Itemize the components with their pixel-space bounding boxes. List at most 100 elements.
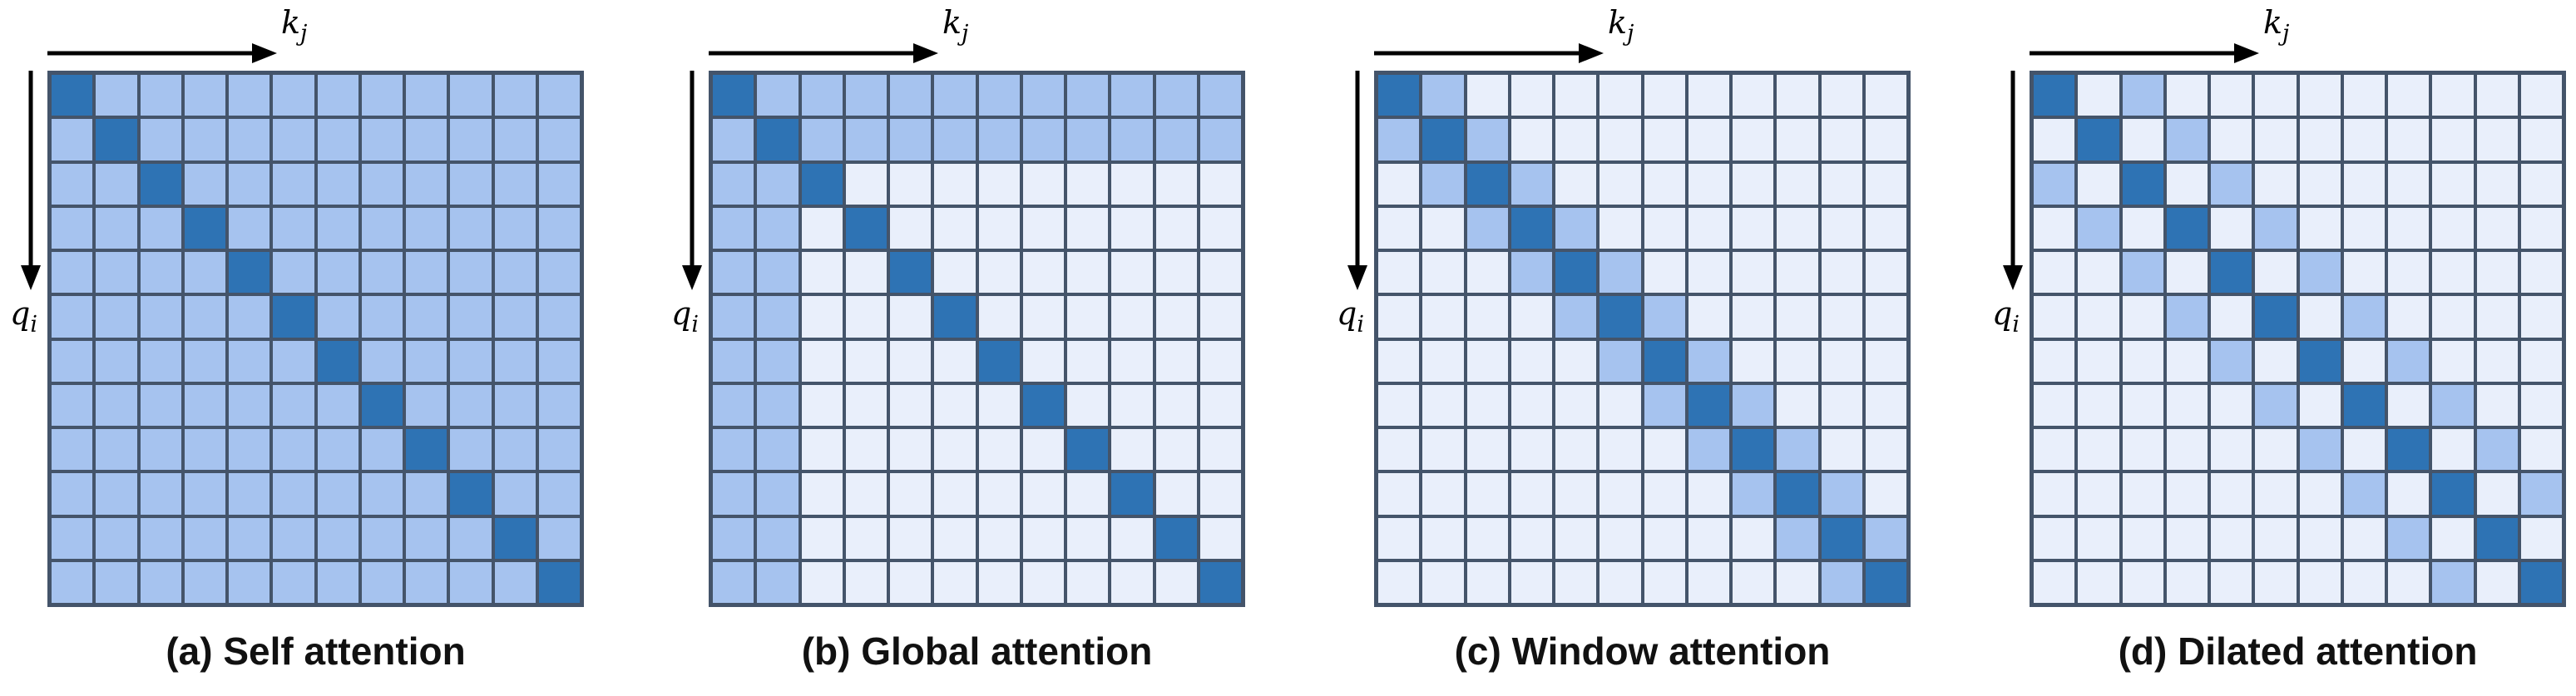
attention-cell-r2-c5 [934, 163, 976, 205]
attention-cell-r11-c9 [450, 561, 492, 603]
attention-cell-r4-c4 [2211, 252, 2252, 294]
attention-cell-r2-c10 [2476, 163, 2518, 205]
attention-cell-r8-c5 [2255, 429, 2297, 471]
attention-cell-r8-c0 [713, 429, 754, 471]
attention-cell-r5-c11 [2520, 296, 2562, 338]
attention-cell-r0-c10 [1155, 75, 1197, 116]
attention-cell-r6-c11 [1865, 340, 1906, 382]
attention-cell-r5-c10 [1155, 296, 1197, 338]
attention-cell-r3-c6 [2299, 207, 2341, 249]
attention-cell-r11-c6 [978, 561, 1020, 603]
attention-cell-r3-c0 [713, 207, 754, 249]
attention-cell-r2-c9 [1111, 163, 1153, 205]
attention-cell-r6-c8 [2388, 340, 2430, 382]
attention-cell-r0-c2 [140, 75, 181, 116]
attention-cell-r3-c7 [1688, 207, 1729, 249]
attention-cell-r11-c11 [2520, 561, 2562, 603]
attention-cell-r2-c2 [1466, 163, 1508, 205]
attention-cell-r4-c7 [1688, 252, 1729, 294]
attention-cell-r1-c10 [2476, 119, 2518, 160]
attention-cell-r3-c9 [1111, 207, 1153, 249]
attention-cell-r4-c0 [713, 252, 754, 294]
attention-cell-r5-c5 [1599, 296, 1641, 338]
attention-cell-r8-c0 [52, 429, 93, 471]
attention-cell-r9-c9 [450, 473, 492, 515]
attention-cell-r7-c2 [2122, 384, 2163, 426]
attention-cell-r9-c1 [96, 473, 137, 515]
attention-cell-r6-c4 [890, 340, 932, 382]
attention-cell-r8-c1 [1422, 429, 1464, 471]
attention-cell-r1-c1 [757, 119, 799, 160]
attention-cell-r2-c10 [1821, 163, 1862, 205]
attention-cell-r5-c9 [1777, 296, 1818, 338]
attention-cell-r8-c10 [2476, 429, 2518, 471]
attention-cell-r11-c8 [406, 561, 447, 603]
self-attention-matrix [47, 71, 584, 607]
attention-cell-r4-c5 [934, 252, 976, 294]
attention-cell-r7-c9 [450, 384, 492, 426]
attention-cell-r9-c7 [1688, 473, 1729, 515]
attention-cell-r1-c3 [1510, 119, 1552, 160]
attention-cell-r11-c2 [2122, 561, 2163, 603]
attention-cell-r2-c2 [801, 163, 843, 205]
attention-cell-r10-c11 [1199, 517, 1241, 559]
attention-cell-r3-c5 [934, 207, 976, 249]
attention-cell-r9-c8 [406, 473, 447, 515]
attention-cell-r11-c3 [184, 561, 225, 603]
attention-cell-r2-c2 [140, 163, 181, 205]
attention-cell-r0-c7 [361, 75, 403, 116]
attention-cell-r0-c11 [1865, 75, 1906, 116]
attention-cell-r2-c3 [2166, 163, 2208, 205]
attention-cell-r9-c4 [2211, 473, 2252, 515]
attention-cell-r4-c8 [2388, 252, 2430, 294]
y-axis-label-main: q [10, 295, 31, 332]
attention-cell-r0-c11 [1199, 75, 1241, 116]
attention-cell-r8-c6 [1644, 429, 1685, 471]
x-axis-label-main: k [2263, 4, 2283, 41]
attention-cell-r8-c1 [96, 429, 137, 471]
attention-cell-r11-c6 [2299, 561, 2341, 603]
attention-cell-r8-c9 [450, 429, 492, 471]
attention-cell-r10-c6 [2299, 517, 2341, 559]
attention-cell-r7-c10 [494, 384, 536, 426]
attention-cell-r8-c9 [2432, 429, 2474, 471]
attention-cell-r7-c0 [52, 384, 93, 426]
attention-cell-r10-c3 [184, 517, 225, 559]
attention-cell-r10-c1 [96, 517, 137, 559]
attention-cell-r8-c3 [2166, 429, 2208, 471]
attention-cell-r11-c7 [361, 561, 403, 603]
attention-cell-r10-c1 [1422, 517, 1464, 559]
attention-cell-r7-c6 [317, 384, 358, 426]
attention-cell-r7-c2 [801, 384, 843, 426]
attention-cell-r3-c9 [1777, 207, 1818, 249]
attention-cell-r1-c2 [1466, 119, 1508, 160]
attention-cell-r3-c10 [1155, 207, 1197, 249]
attention-cell-r9-c2 [1466, 473, 1508, 515]
attention-cell-r9-c11 [538, 473, 580, 515]
attention-cell-r10-c6 [1644, 517, 1685, 559]
attention-cell-r10-c8 [406, 517, 447, 559]
attention-cell-r2-c11 [1199, 163, 1241, 205]
attention-cell-r7-c3 [184, 384, 225, 426]
attention-cell-r10-c8 [2388, 517, 2430, 559]
attention-cell-r0-c7 [1688, 75, 1729, 116]
attention-cell-r8-c9 [1777, 429, 1818, 471]
attention-cell-r3-c4 [2211, 207, 2252, 249]
attention-cell-r0-c2 [2122, 75, 2163, 116]
attention-cell-r11-c9 [1777, 561, 1818, 603]
attention-cell-r6-c2 [801, 340, 843, 382]
attention-cell-r10-c4 [890, 517, 932, 559]
attention-cell-r10-c9 [2432, 517, 2474, 559]
panel-caption: (b) Global attention [801, 629, 1153, 673]
attention-cell-r2-c0 [2034, 163, 2075, 205]
attention-cell-r1-c10 [1821, 119, 1862, 160]
attention-cell-r4-c11 [538, 252, 580, 294]
attention-cell-r7-c11 [1199, 384, 1241, 426]
attention-cell-r6-c4 [229, 340, 270, 382]
attention-cell-r4-c8 [406, 252, 447, 294]
attention-cell-r6-c6 [978, 340, 1020, 382]
attention-cell-r2-c5 [2255, 163, 2297, 205]
attention-cell-r3-c2 [2122, 207, 2163, 249]
attention-cell-r7-c4 [1555, 384, 1597, 426]
attention-cell-r2-c1 [2078, 163, 2119, 205]
